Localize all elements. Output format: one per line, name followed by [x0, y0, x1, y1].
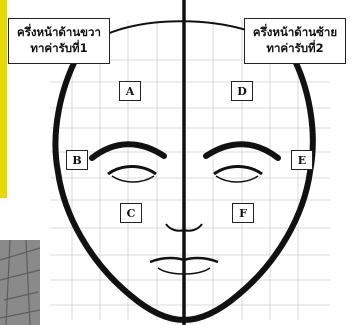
region-label-b: B: [66, 150, 88, 170]
left-eye: [214, 167, 262, 175]
grid: [50, 20, 330, 320]
right-eye-lower: [112, 176, 154, 182]
left-half-title-line2: ทาค่ารับที่2: [266, 41, 323, 57]
left-half-title: ครึ่งหน้าด้านซ้าย ทาค่ารับที่2: [244, 18, 346, 64]
left-half-title-line1: ครึ่งหน้าด้านซ้าย: [253, 25, 337, 41]
region-label-a: A: [119, 81, 141, 101]
region-label-d: D: [231, 81, 253, 101]
right-half-title-line1: ครึ่งหน้าด้านขวา: [17, 25, 101, 41]
right-eye: [108, 167, 156, 175]
right-half-title: ครึ่งหน้าด้านขวา ทาค่ารับที่1: [8, 18, 110, 64]
left-eye-lower: [216, 176, 258, 182]
accent-bar: [0, 0, 7, 198]
region-label-f: F: [232, 203, 254, 223]
right-half-title-line2: ทาค่ารับที่1: [30, 41, 87, 57]
region-label-e: E: [291, 150, 313, 170]
region-label-c: C: [120, 203, 142, 223]
